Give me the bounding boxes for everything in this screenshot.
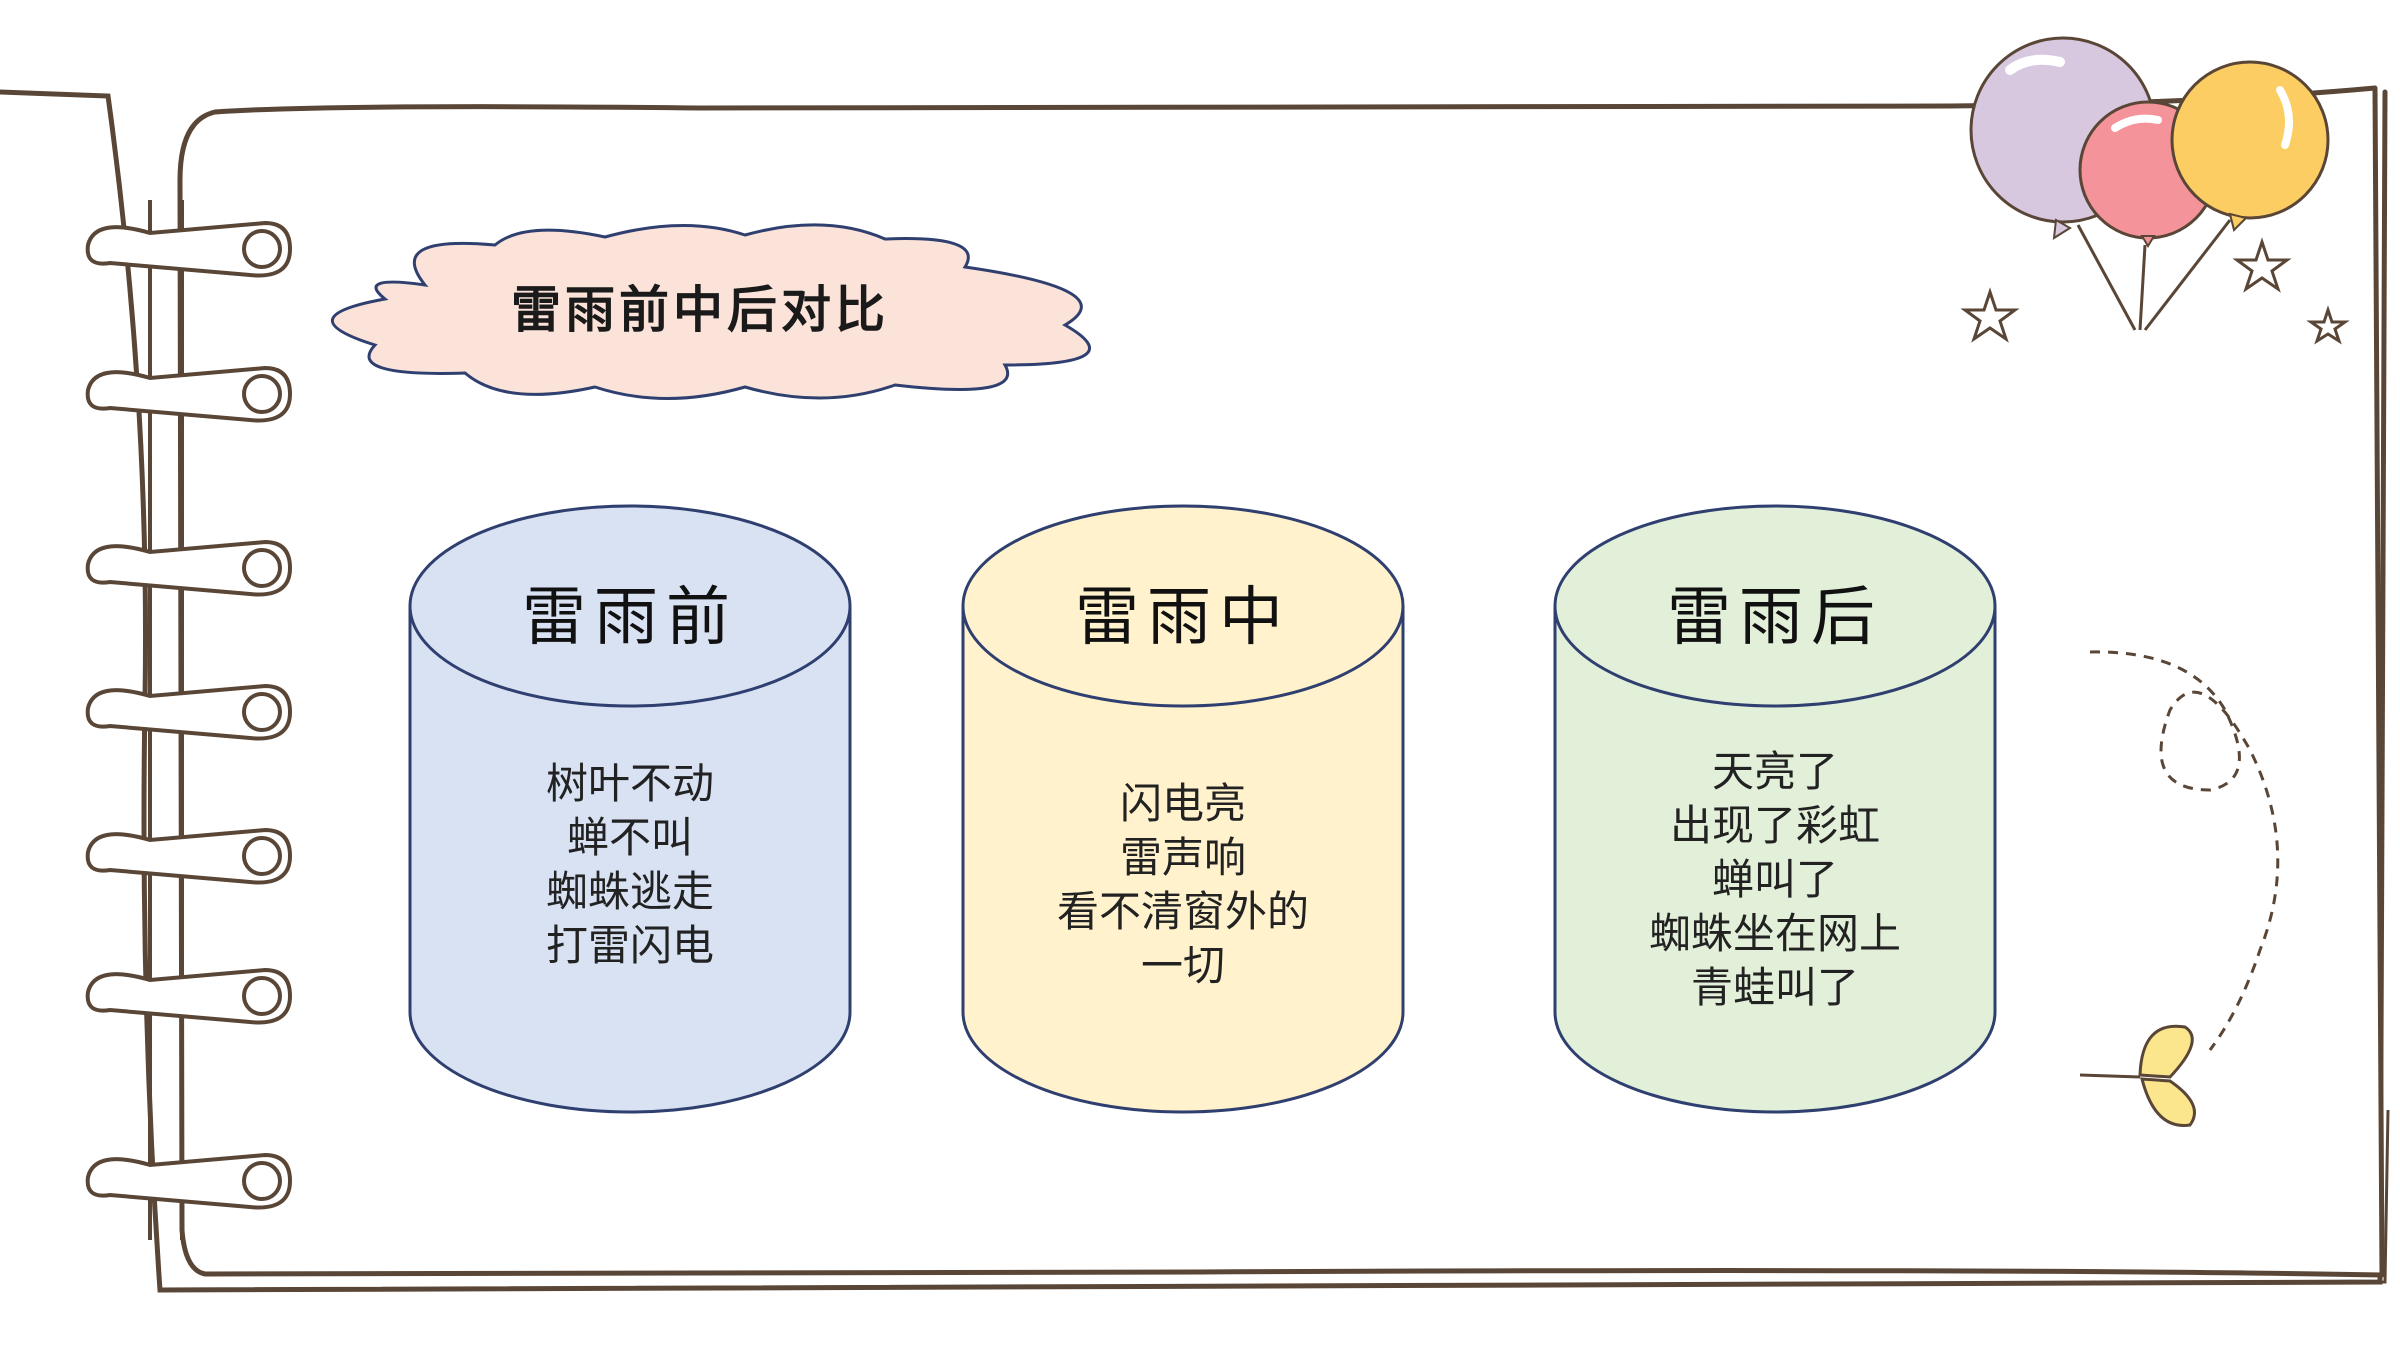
column-body-after: 天亮了 出现了彩虹 蝉叫了 蜘蛛坐在网上 青蛙叫了	[1555, 740, 1995, 1020]
cylinder-before	[408, 504, 852, 1114]
column-body-before: 树叶不动 蝉不叫 蜘蛛逃走 打雷闪电	[410, 750, 850, 980]
spiral-ring	[85, 365, 293, 423]
spiral-ring	[85, 1152, 293, 1210]
column-line: 闪电亮	[1119, 779, 1246, 828]
spiral-ring	[85, 827, 293, 885]
column-line: 蝉叫了	[1711, 855, 1838, 904]
stars	[1960, 237, 2350, 345]
slide-title: 雷雨前中后对比	[511, 281, 889, 339]
spiral-rings	[85, 220, 293, 1210]
column-line: 蜘蛛逃走	[545, 867, 714, 916]
column-line: 出现了彩虹	[1669, 801, 1880, 850]
column-line: 打雷闪电	[545, 921, 714, 970]
star-icon	[2232, 237, 2292, 293]
star-icon	[1960, 287, 2020, 343]
spiral-ring	[85, 967, 293, 1025]
column-line: 看不清窗外的	[1056, 887, 1309, 936]
column-line: 青蛙叫了	[1690, 963, 1859, 1012]
column-title-during: 雷雨中	[1075, 581, 1291, 655]
cylinder-after	[1553, 504, 1997, 1114]
column-line: 蜘蛛坐在网上	[1648, 909, 1901, 958]
column-line: 树叶不动	[545, 759, 714, 808]
butterfly-icon	[2079, 1024, 2196, 1127]
column-line: 雷声响	[1119, 833, 1246, 882]
cylinder-during	[961, 504, 1405, 1114]
dashed-flight-path	[2089, 650, 2280, 1051]
column-title-after: 雷雨后	[1667, 581, 1883, 655]
column-line: 天亮了	[1711, 747, 1838, 796]
star-icon	[2306, 305, 2350, 345]
column-line: 一切	[1140, 941, 1225, 990]
balloons-icon	[1969, 36, 2330, 331]
column-title-before: 雷雨前	[522, 581, 738, 655]
spiral-ring	[85, 220, 293, 278]
column-line: 蝉不叫	[566, 813, 693, 862]
spiral-ring	[85, 683, 293, 741]
column-body-during: 闪电亮 雷声响 看不清窗外的 一切	[963, 770, 1403, 1000]
spiral-ring	[85, 539, 293, 597]
title-cloud	[330, 223, 1091, 400]
